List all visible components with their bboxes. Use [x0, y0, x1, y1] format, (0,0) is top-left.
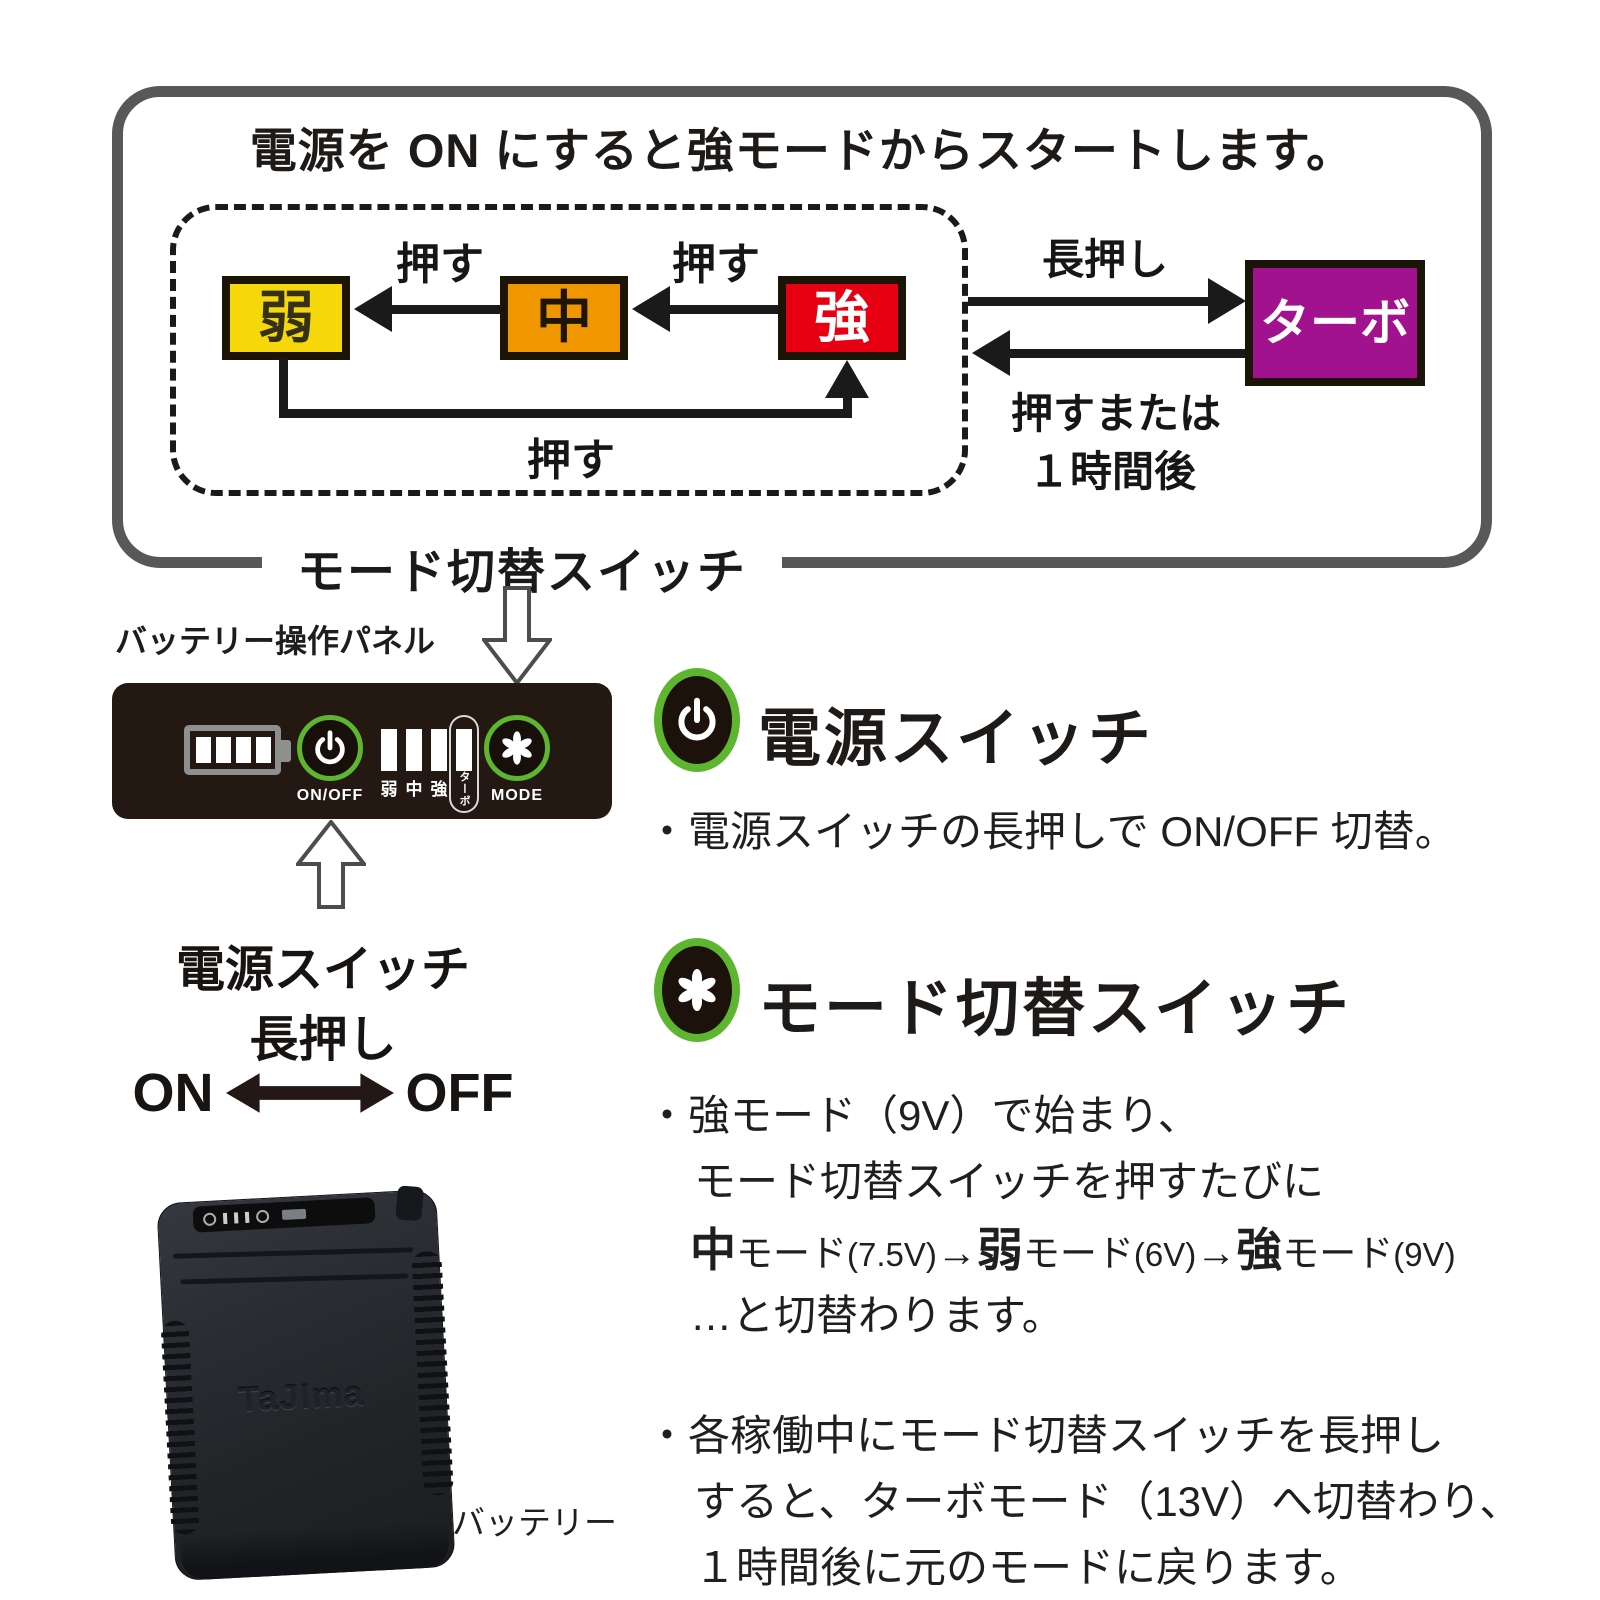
- mode-button-label: MODE: [491, 787, 543, 804]
- mode-bullet2-line3: １時間後に元のモードに戻ります。: [694, 1544, 1362, 1591]
- fan-icon: [502, 731, 532, 765]
- battery-level-bar: [196, 737, 211, 763]
- volt-part: モード: [1022, 1233, 1134, 1274]
- mode-indicator-bar-mid: [406, 729, 422, 771]
- mode-bullet2-line1: ・各稼働中にモード切替スイッチを長押し: [646, 1412, 1445, 1459]
- arrow-from-turbo-head-icon: [972, 330, 1010, 376]
- volt-part: 弱: [976, 1224, 1023, 1276]
- volt-part: 中: [690, 1224, 736, 1276]
- mode-bullet2-line2: すると、ターボモード（13V）へ切替わり、: [694, 1478, 1522, 1525]
- power-button-label: ON/OFF: [296, 787, 364, 804]
- volt-part: (7.5V): [847, 1236, 937, 1273]
- power-button: [297, 715, 363, 781]
- mini-indicator-bar: [244, 1211, 250, 1223]
- battery-level-bar: [216, 737, 231, 763]
- power-hint-line1: 電源スイッチ: [175, 943, 470, 997]
- arrow-strong-to-mid-icon: [632, 286, 670, 332]
- volt-part: 強: [1236, 1224, 1283, 1276]
- arrow-mid-to-weak: [390, 305, 500, 314]
- volt-part: モード: [1282, 1233, 1394, 1274]
- start-mode-note: 電源を ON にすると強モードからスタートします。: [249, 124, 1355, 177]
- mode-bullet1-line1: ・強モード（9V）で始まり、: [646, 1092, 1200, 1139]
- loop-arrow-segment-up: [843, 394, 852, 418]
- long-press-label: 長押し: [1041, 236, 1168, 283]
- callout-down-arrow-icon: [482, 586, 552, 686]
- power-icon: [678, 697, 716, 741]
- press-label-2: 押す: [672, 240, 760, 289]
- mode-indicator-bar-strong: [431, 729, 447, 771]
- mode-box-strong-label: 強: [814, 286, 870, 349]
- indicator-label-weak: 弱: [380, 780, 398, 799]
- arrow-strong-to-mid: [668, 305, 778, 314]
- battery-photo: TaJIma: [156, 1185, 456, 1582]
- power-icon: [315, 730, 345, 765]
- mode-box-turbo-label: ターボ: [1260, 295, 1410, 351]
- double-arrow-icon: [225, 1073, 394, 1113]
- mini-power-icon: [255, 1209, 270, 1223]
- arrow-to-turbo: [968, 297, 1210, 306]
- power-switch-heading: 電源スイッチ: [758, 704, 1154, 774]
- press-label-3: 押す: [527, 436, 615, 485]
- mini-display: [281, 1208, 307, 1221]
- volt-part: (9V): [1393, 1236, 1456, 1273]
- mode-box-mid: 中: [500, 276, 628, 360]
- off-label: OFF: [405, 1063, 514, 1123]
- battery-level-bar: [236, 737, 251, 763]
- arrow-to-turbo-head-icon: [1208, 278, 1246, 324]
- fan-icon: [678, 969, 716, 1011]
- indicator-label-mid: 中: [405, 780, 423, 799]
- mode-box-turbo: ターボ: [1245, 260, 1425, 386]
- battery-clip: [395, 1185, 425, 1222]
- mini-fan-icon: [202, 1211, 217, 1226]
- volt-part: (6V): [1133, 1236, 1197, 1273]
- mode-indicator-bar-weak: [381, 729, 397, 771]
- arrow-glyph: →: [1196, 1231, 1237, 1275]
- mini-indicator-bar: [233, 1211, 239, 1224]
- mode-switch-heading: モード切替スイッチ: [758, 974, 1352, 1044]
- power-switch-bullet: ・電源スイッチの長押しで ON/OFF 切替。: [646, 808, 1457, 855]
- mode-box-strong: 強: [778, 276, 906, 360]
- mode-box-weak-label: 弱: [258, 286, 314, 349]
- battery-caption: バッテリー: [452, 1504, 617, 1541]
- on-off-toggle-hint: ON OFF: [118, 1062, 528, 1124]
- arrow-from-turbo: [1008, 349, 1245, 358]
- press-or-label: 押すまたは: [1010, 390, 1221, 437]
- on-label: ON: [132, 1063, 214, 1123]
- indicator-label-strong: 強: [430, 780, 448, 799]
- loop-arrow-segment-across: [279, 409, 851, 418]
- mode-box-weak: 弱: [222, 276, 350, 360]
- mode-bullet1-line3: 中モード(7.5V)→弱モード(6V)→強モード(9V): [690, 1214, 1456, 1280]
- volt-part: モード: [736, 1233, 847, 1274]
- loop-arrow-segment-down: [279, 358, 288, 418]
- mode-indicator-bar-turbo: [456, 729, 472, 771]
- callout-up-arrow-icon: [296, 820, 366, 909]
- battery-level-icon: [184, 725, 281, 775]
- mini-indicator-bar: [222, 1212, 228, 1224]
- mode-bullet1-line4: …と切替わります。: [690, 1292, 1064, 1339]
- press-label-1: 押す: [396, 240, 484, 289]
- turbo-indicator-outline: [449, 715, 479, 813]
- battery-level-bar: [256, 737, 271, 763]
- arrow-glyph: →: [936, 1231, 977, 1275]
- after-one-hour-label: １時間後: [1027, 448, 1196, 495]
- mode-switch-section-icon: [654, 938, 740, 1042]
- power-switch-section-icon: [654, 668, 740, 772]
- arrow-mid-to-weak-icon: [354, 286, 392, 332]
- power-hint-line2: 長押し: [249, 1013, 397, 1067]
- mode-box-mid-label: 中: [536, 286, 592, 349]
- panel-caption: バッテリー操作パネル: [115, 623, 436, 659]
- mode-button: [484, 715, 550, 781]
- loop-arrow-head-icon: [825, 360, 869, 398]
- battery-icon-nub: [281, 740, 291, 762]
- mode-bullet1-line2: モード切替スイッチを押すたびに: [694, 1158, 1325, 1205]
- battery-control-panel: ON/OFF 弱 中 強 ターボ MODE: [112, 683, 612, 819]
